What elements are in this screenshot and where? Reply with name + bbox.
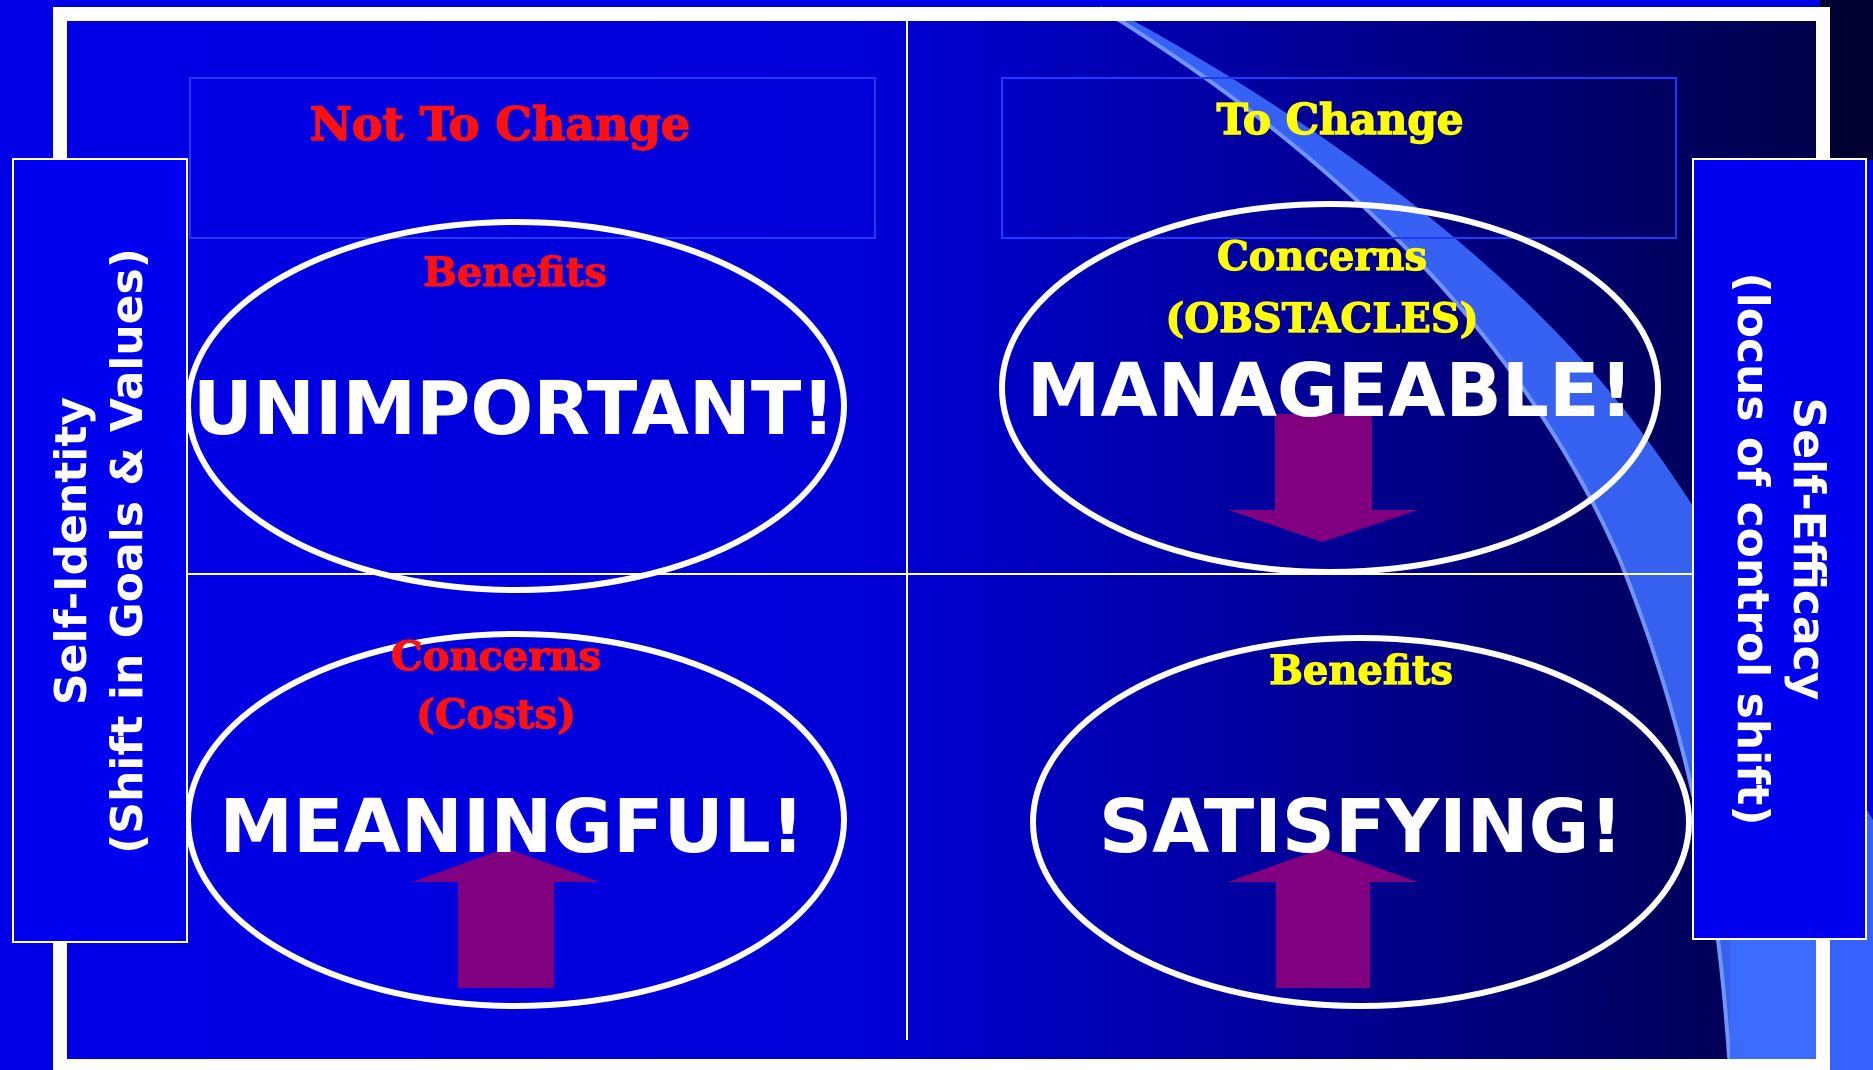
ellipse-top-left <box>185 219 847 593</box>
label-concerns-top-right: Concerns <box>1217 233 1427 280</box>
self-identity-subtitle: (Shift in Goals & Values) <box>102 247 153 854</box>
header-not-to-change: Not To Change <box>310 97 690 151</box>
ellipse-top-right <box>999 201 1661 575</box>
ellipse-bottom-left <box>185 631 847 1009</box>
arrow-up-icon <box>412 848 600 988</box>
arrow-up-icon <box>1228 848 1418 988</box>
self-efficacy-box: Self-Efficacy (locus of control shift) <box>1692 158 1867 940</box>
label-concerns-bottom-left: Concerns <box>391 633 601 680</box>
ellipse-bottom-right <box>1030 635 1692 1009</box>
decorative-line <box>1649 959 1661 1070</box>
word-unimportant: UNIMPORTANT! <box>193 366 835 452</box>
main-panel <box>52 8 1828 1070</box>
word-manageable: MANAGEABLE! <box>1027 348 1634 434</box>
word-satisfying: SATISFYING! <box>1099 784 1623 870</box>
header-box-not-to-change <box>189 77 876 239</box>
arrow-down-icon <box>1228 414 1418 542</box>
word-meaningful: MEANINGFUL! <box>219 784 804 870</box>
self-efficacy-subtitle: (locus of control shift) <box>1726 272 1778 826</box>
self-identity-box: Self-Identity (Shift in Goals & Values) <box>12 158 188 943</box>
self-identity-label: Self-Identity (Shift in Goals & Values) <box>44 248 156 854</box>
self-identity-title: Self-Identity <box>46 396 97 705</box>
decorative-line <box>1589 959 1621 1070</box>
label-benefits-top-left: Benefits <box>423 249 607 296</box>
header-box-to-change <box>1001 77 1677 239</box>
header-to-change: To Change <box>1217 95 1464 144</box>
label-benefits-bottom-right: Benefits <box>1269 647 1453 694</box>
self-efficacy-label: Self-Efficacy (locus of control shift) <box>1724 273 1836 826</box>
label-costs: (Costs) <box>416 691 576 738</box>
decorative-block <box>1730 940 1830 1070</box>
label-obstacles: (OBSTACLES) <box>1165 295 1478 342</box>
self-efficacy-title: Self-Efficacy <box>1782 397 1834 701</box>
